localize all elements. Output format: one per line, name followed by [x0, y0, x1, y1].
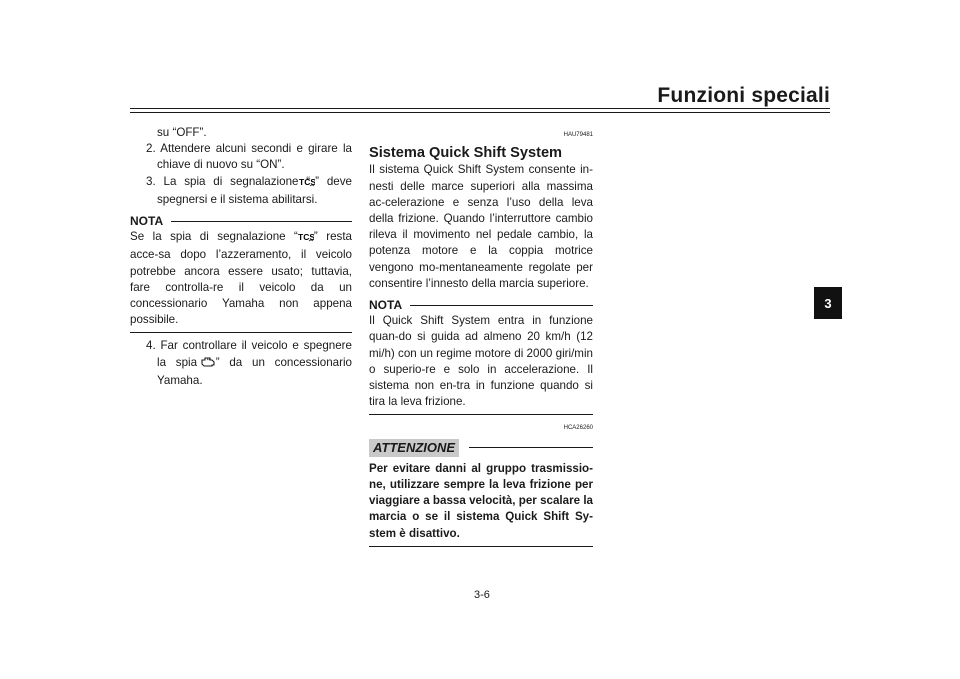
- header-rule: [130, 108, 830, 109]
- svg-text:TCS: TCS: [298, 232, 314, 242]
- left-column: su “OFF”. 2. Attendere alcuni secondi e …: [130, 125, 352, 389]
- step-3: 3. La spia di segnalazione “TCS” deve sp…: [146, 174, 352, 206]
- attention-end-rule: [369, 545, 593, 547]
- page-header-title: Funzioni speciali: [657, 84, 830, 107]
- nota-text: Il Quick Shift System entra in funzione …: [369, 314, 593, 409]
- step-2: 2. Attendere alcuni secondi e girare la …: [146, 142, 352, 172]
- step-4: 4. Far controllare il veicolo e spegnere…: [146, 339, 352, 387]
- nota-end-rule: [369, 414, 593, 416]
- page-number: 3-6: [474, 589, 490, 601]
- chapter-tab: 3: [814, 287, 842, 319]
- nota-heading: NOTA: [130, 213, 352, 229]
- engine-warning-icon: [201, 356, 216, 373]
- right-column: HAU79481 Sistema Quick Shift System Il s…: [369, 125, 593, 552]
- header-rule-thin: [130, 112, 830, 113]
- nota-text: Se la spia di segnalazione “TCS” resta a…: [130, 230, 353, 327]
- attention-code: HCA26260: [563, 425, 593, 432]
- step-1-continued: su “OFF”.: [157, 126, 207, 139]
- tcs-icon: TCS: [299, 176, 316, 192]
- nota-heading: NOTA: [369, 297, 593, 313]
- nota-end-rule: [130, 332, 352, 334]
- attention-heading: ATTENZIONE: [369, 438, 593, 457]
- attention-text: Per evitare danni al gruppo trasmissio-n…: [369, 461, 593, 540]
- svg-text:TCS: TCS: [299, 177, 315, 187]
- tcs-icon: TCS: [298, 231, 315, 247]
- section-heading: Sistema Quick Shift System: [369, 145, 563, 162]
- section-paragraph: Il sistema Quick Shift System consente i…: [369, 163, 593, 290]
- section-code: HAU79481: [563, 132, 593, 138]
- attention-badge: ATTENZIONE: [369, 438, 460, 457]
